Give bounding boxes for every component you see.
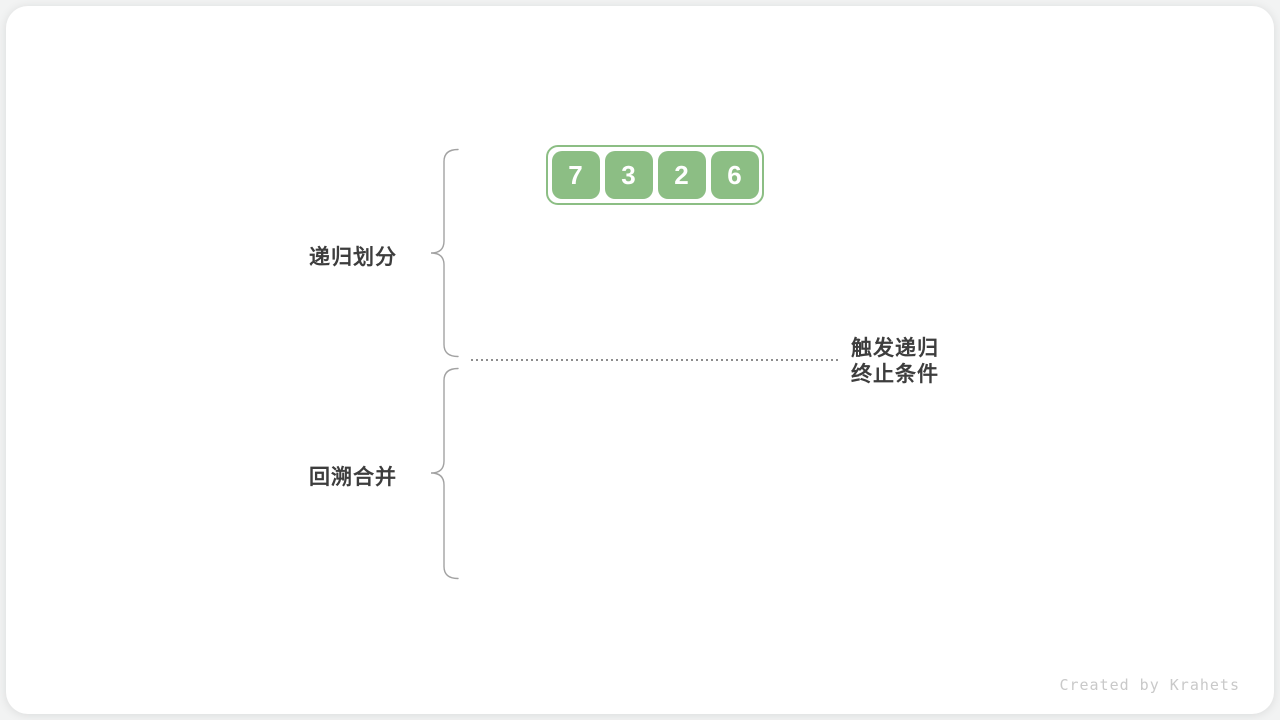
annotation-line-1: 触发递归 — [851, 337, 939, 360]
bottom-brace-icon — [430, 367, 459, 580]
top-brace-icon — [430, 148, 459, 358]
array-cell: 2 — [657, 151, 706, 199]
label-backtrack-merge: 回溯合并 — [309, 466, 397, 489]
figure-canvas: 7 3 2 6 递归划分 回溯合并 触发递归 终止条件 Created by K… — [6, 6, 1274, 714]
array-cell: 3 — [604, 151, 653, 199]
annotation-termination: 触发递归 终止条件 — [851, 336, 939, 388]
array-cell: 6 — [710, 151, 759, 199]
watermark: Created by Krahets — [1059, 676, 1240, 694]
annotation-line-2: 终止条件 — [851, 363, 939, 386]
array-container: 7 3 2 6 — [546, 145, 764, 205]
array-cell: 7 — [551, 151, 600, 199]
label-recursive-partition: 递归划分 — [309, 246, 397, 269]
termination-dotted-line — [471, 359, 839, 361]
